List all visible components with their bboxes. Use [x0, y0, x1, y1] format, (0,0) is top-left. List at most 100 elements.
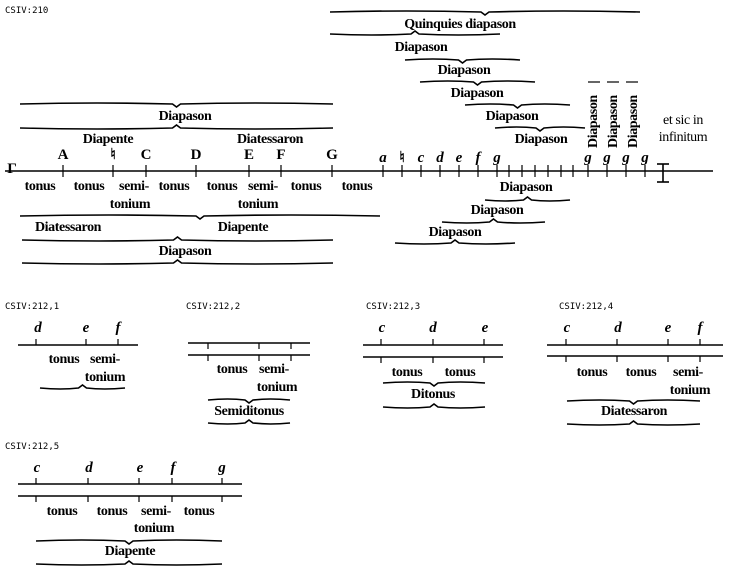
step-label: semi-	[119, 179, 149, 194]
interval-brace	[464, 103, 571, 109]
interval-diapason: Diapason	[450, 86, 504, 101]
note: f	[170, 460, 176, 476]
step-label: semi-	[141, 504, 171, 519]
interval-brace	[19, 124, 334, 130]
note: g	[218, 460, 226, 476]
note: g	[603, 150, 611, 166]
note: e	[455, 150, 463, 166]
note: ♮	[110, 147, 116, 163]
figure-label: CSIV:212,4	[559, 302, 614, 312]
interval-brace	[382, 381, 486, 387]
note: e	[664, 320, 672, 336]
note: d	[85, 460, 93, 476]
interval-brace	[484, 196, 571, 202]
note: Γ	[7, 161, 17, 177]
step-label: tonus	[206, 179, 238, 194]
interval-brace	[35, 560, 223, 566]
interval-diapason: Diapason	[499, 180, 553, 195]
note: g	[584, 150, 592, 166]
step-label: tonus	[96, 504, 128, 519]
interval-brace	[404, 58, 521, 64]
interval-diatessaron: Diatessaron	[34, 220, 102, 235]
interval-brace	[419, 80, 536, 86]
interval-diapason: Diapason	[514, 132, 568, 147]
interval-quinquies-diapason: Quinquies diapason	[404, 17, 516, 32]
step-label: tonus	[444, 365, 476, 380]
step-label: semi-	[248, 179, 278, 194]
infinitum-text: infinitum	[658, 130, 708, 145]
step-label: tonus	[576, 365, 608, 380]
note: d	[614, 320, 622, 336]
note: d	[34, 320, 42, 336]
note: a	[379, 150, 387, 166]
infinitum-text: et sic in	[663, 113, 703, 128]
step-label: tonus	[158, 179, 190, 194]
interval-brace	[566, 399, 701, 405]
interval-brace	[21, 259, 334, 265]
interval-semiditonus: Semiditonus	[214, 404, 284, 419]
interval-brace	[19, 214, 381, 220]
interval-brace	[566, 420, 701, 426]
note: e	[136, 460, 144, 476]
step-label: tonium	[237, 197, 279, 212]
step-label: tonium	[133, 521, 175, 536]
step-label: tonus	[24, 179, 56, 194]
figure-label: CSIV:212,1	[5, 302, 60, 312]
step-label: tonium	[109, 197, 151, 212]
note: A	[57, 147, 69, 163]
note: F	[276, 147, 286, 163]
step-label: semi-	[673, 365, 703, 380]
note: e	[481, 320, 489, 336]
interval-diapason: Diapason	[158, 244, 212, 259]
interval-diapente: Diapente	[82, 132, 134, 147]
note: G	[326, 147, 338, 163]
figure-label: CSIV:212,5	[5, 442, 60, 452]
step-label: tonus	[625, 365, 657, 380]
note: e	[82, 320, 90, 336]
step-label: tonus	[46, 504, 78, 519]
note: d	[436, 150, 444, 166]
step-label: tonium	[84, 370, 126, 385]
interval-brace	[494, 126, 586, 132]
step-label: tonus	[341, 179, 373, 194]
interval-diapason: Diapason	[437, 63, 491, 78]
step-label: tonium	[669, 383, 711, 398]
step-label: tonus	[183, 504, 215, 519]
interval-ditonus: Ditonus	[411, 387, 455, 402]
interval-brace	[207, 398, 291, 404]
step-label: tonus	[48, 352, 80, 367]
interval-diatessaron: Diatessaron	[236, 132, 304, 147]
note: g	[622, 150, 630, 166]
interval-diapason: Diapason	[470, 203, 524, 218]
interval-brace	[394, 239, 516, 245]
interval-diapason-vertical: Diapason	[606, 95, 621, 148]
note: E	[243, 147, 255, 163]
interval-brace	[21, 236, 334, 242]
note: d	[429, 320, 437, 336]
figure-label: CSIV:212,3	[366, 302, 421, 312]
interval-brace	[382, 403, 486, 409]
interval-diapente: Diapente	[104, 544, 156, 559]
interval-brace	[441, 218, 546, 224]
step-label: tonus	[290, 179, 322, 194]
note: C	[140, 147, 152, 163]
interval-diapason-vertical: Diapason	[626, 95, 641, 148]
interval-brace	[329, 10, 641, 16]
note: f	[475, 150, 481, 166]
note: f	[697, 320, 703, 336]
note: ♮	[399, 150, 405, 166]
figure-label: CSIV:210	[5, 6, 49, 16]
interval-diapente: Diapente	[217, 220, 269, 235]
interval-brace	[329, 30, 501, 36]
step-label: tonium	[256, 380, 298, 395]
interval-diapason-vertical: Diapason	[586, 95, 601, 148]
note: g	[641, 150, 649, 166]
note: c	[417, 150, 425, 166]
interval-diapason: Diapason	[485, 109, 539, 124]
note: g	[493, 150, 501, 166]
note: c	[378, 320, 386, 336]
step-label: semi-	[259, 362, 289, 377]
interval-diapason: Diapason	[428, 225, 482, 240]
